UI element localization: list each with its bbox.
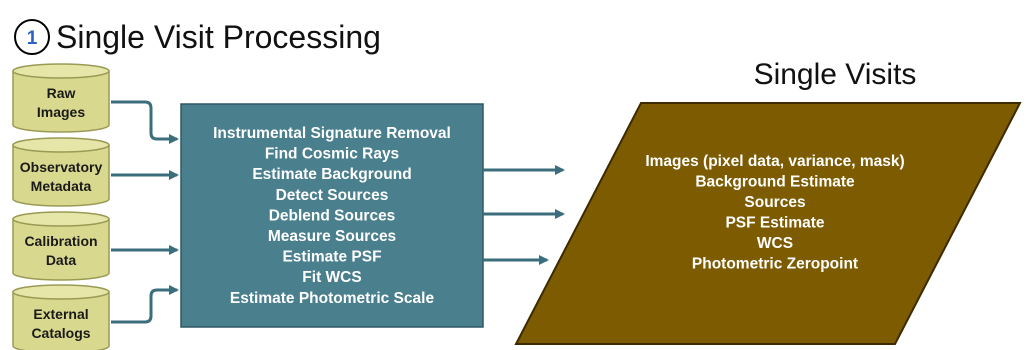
input-label: Data (46, 252, 77, 268)
process-step: Fit WCS (302, 269, 361, 286)
input-label: Calibration (24, 233, 97, 249)
input-label: Catalogs (31, 325, 90, 341)
output-title: Single Visits (754, 58, 917, 91)
output-arrows (483, 165, 565, 265)
input-label: Observatory (20, 159, 103, 175)
cylinder-top (12, 63, 110, 79)
input-cylinders: RawImagesObservatoryMetadataCalibrationD… (12, 63, 110, 350)
input-label: Raw (47, 85, 76, 101)
cylinder-body (12, 218, 110, 281)
output-item: Images (pixel data, variance, mask) (645, 153, 904, 170)
output-item: PSF Estimate (725, 215, 824, 232)
step-badge: 1 (14, 19, 50, 55)
input-label: External (33, 306, 88, 322)
process-step: Instrumental Signature Removal (213, 125, 451, 142)
process-step: Estimate PSF (282, 249, 381, 266)
process-step: Deblend Sources (269, 207, 396, 224)
page-title: Single Visit Processing (56, 19, 381, 55)
input-label: Metadata (31, 178, 92, 194)
cylinder-body (12, 291, 110, 350)
output-item: Background Estimate (695, 174, 855, 191)
step-badge-circle (14, 19, 50, 55)
output-item: Photometric Zeropoint (692, 256, 858, 273)
process-step: Detect Sources (276, 187, 389, 204)
output-items: Images (pixel data, variance, mask) Backg… (645, 153, 904, 273)
cylinder-body (12, 144, 110, 207)
arrow-raw-images (111, 100, 179, 144)
step-number: 1 (27, 28, 38, 49)
cylinder-top (12, 211, 110, 227)
output-parallelogram (514, 102, 1022, 345)
arrow-external-catalogs (111, 285, 179, 324)
cylinder-top (12, 284, 110, 300)
output-data-product: Single Visits Images (pixel data, varian… (514, 58, 1022, 345)
cylinder-body (12, 70, 110, 133)
cylinder-top (12, 137, 110, 153)
output-item: WCS (757, 235, 793, 252)
process-step: Estimate Background (252, 166, 411, 183)
process-step: Find Cosmic Rays (265, 146, 399, 163)
process-step: Measure Sources (268, 228, 396, 245)
process-box-rect (180, 103, 484, 328)
input-arrows (111, 100, 179, 324)
process-step: Estimate Photometric Scale (230, 290, 435, 307)
input-label: Images (37, 104, 85, 120)
output-item: Sources (744, 194, 805, 211)
